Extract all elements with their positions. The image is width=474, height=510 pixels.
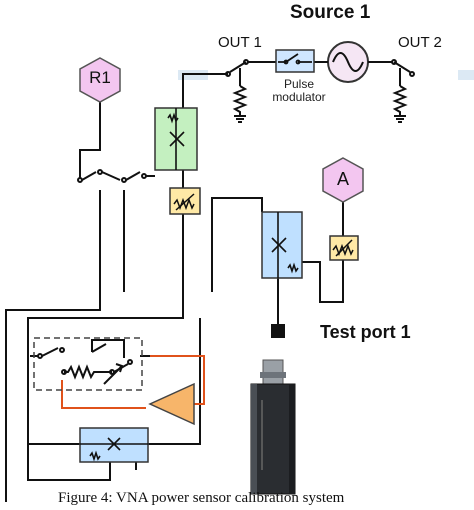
- coupler-icon: [271, 212, 299, 278]
- wire: [5, 292, 101, 502]
- figure-caption: Figure 4: VNA power sensor calibration s…: [58, 490, 345, 506]
- switch-blade: [101, 171, 121, 181]
- switch-contact: [121, 177, 127, 183]
- load-resistor-icon: [392, 85, 408, 116]
- switch-blade: [113, 363, 129, 373]
- switch-blade: [393, 61, 411, 73]
- switch-contact: [127, 359, 133, 365]
- wire: [182, 73, 228, 108]
- pulse-modulator-label: Pulse modulator: [272, 77, 326, 104]
- switch-contact: [77, 177, 83, 183]
- wire: [300, 258, 344, 303]
- load-resistor-icon: [232, 85, 248, 116]
- switch-contact: [391, 59, 397, 65]
- pulse-switch-icon: [278, 53, 312, 65]
- switch-matrix-box: [33, 337, 143, 391]
- wire: [27, 444, 111, 481]
- switch-blade: [91, 343, 107, 353]
- switch-blade: [229, 61, 247, 73]
- test-port-connector: [271, 324, 285, 338]
- r1-label: R1: [89, 68, 111, 87]
- switch-blade: [125, 171, 141, 181]
- amplifier-icon: [148, 382, 195, 426]
- wire: [79, 100, 101, 178]
- power-sensor-icon: [250, 359, 296, 495]
- source-title: Source 1: [290, 2, 371, 23]
- ground-icon: [394, 115, 406, 123]
- r1-receiver-icon: [79, 57, 121, 103]
- wire: [91, 339, 125, 358]
- test-port-label: Test port 1: [320, 322, 411, 342]
- switch-blade: [41, 347, 59, 357]
- switch-blade: [81, 171, 97, 181]
- wire: [27, 214, 184, 444]
- wire: [148, 318, 201, 445]
- a-receiver-icon: [322, 157, 364, 203]
- wire: [211, 197, 263, 292]
- pulse-modulator-box: [275, 49, 315, 73]
- switch-contact: [243, 59, 249, 65]
- out1-label: OUT 1: [218, 34, 262, 51]
- variable-arrow-head: [115, 363, 124, 373]
- out2-label: OUT 2: [398, 34, 442, 51]
- scan-artifact: [458, 70, 474, 80]
- switch-contact: [37, 353, 43, 359]
- switch-contact: [409, 71, 415, 77]
- test-port-coupler: [261, 211, 303, 279]
- switch-contact: [97, 169, 103, 175]
- switch-contact: [59, 347, 65, 353]
- coupler-icon: [167, 108, 185, 170]
- attenuator-resistor-icon: [64, 364, 112, 380]
- a-label: A: [336, 169, 349, 189]
- switch-contact: [141, 173, 147, 179]
- coupler-icon: [80, 437, 148, 462]
- ground-icon: [234, 115, 246, 123]
